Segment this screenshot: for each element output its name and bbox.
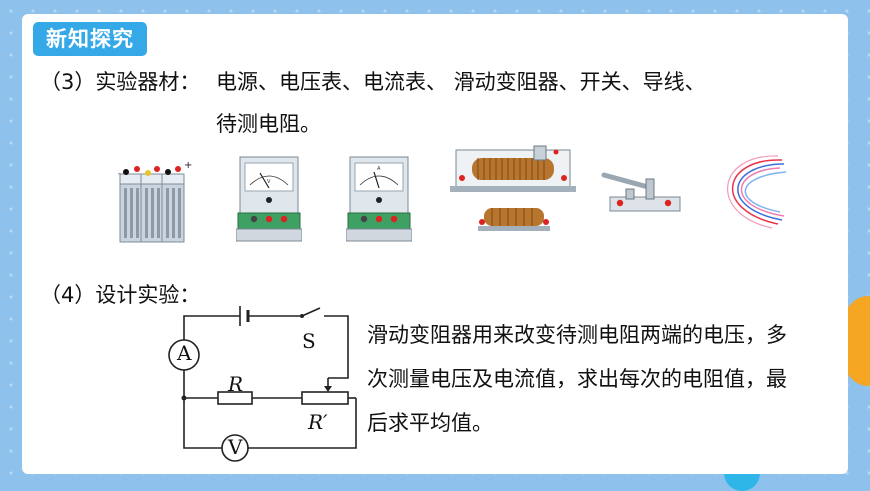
section4-label: （4）设计实验： bbox=[40, 283, 201, 307]
section3-label: （3）实验器材： bbox=[40, 70, 201, 94]
ammeter-image: A bbox=[346, 156, 412, 242]
voltmeter-image: V bbox=[236, 156, 302, 242]
ammeter-symbol: A bbox=[177, 341, 192, 365]
circuit-diagram bbox=[168, 306, 357, 462]
resistor-label: R bbox=[228, 372, 244, 396]
section-tag: 新知探究 bbox=[33, 22, 147, 56]
voltmeter-symbol: V bbox=[228, 435, 243, 459]
wires-image bbox=[727, 155, 787, 229]
battery-image: - + bbox=[118, 160, 192, 243]
rheostat-image bbox=[450, 145, 576, 231]
section3-line2: 待测电阻。 bbox=[216, 112, 321, 136]
svg-text:A: A bbox=[377, 166, 381, 172]
svg-text:V: V bbox=[267, 179, 271, 185]
switch-image bbox=[601, 172, 681, 212]
content-card bbox=[22, 14, 848, 474]
section3-line1: 电源、电压表、电流表、 滑动变阻器、开关、导线、 bbox=[216, 70, 706, 94]
rheostat-label: R′ bbox=[308, 410, 328, 434]
switch-label: S bbox=[302, 329, 316, 353]
svg-text:+: + bbox=[184, 160, 192, 171]
experiment-description: 滑动变阻器用来改变待测电阻两端的电压，多次测量电压及电流值，求出每次的电阻值，最… bbox=[367, 323, 787, 435]
